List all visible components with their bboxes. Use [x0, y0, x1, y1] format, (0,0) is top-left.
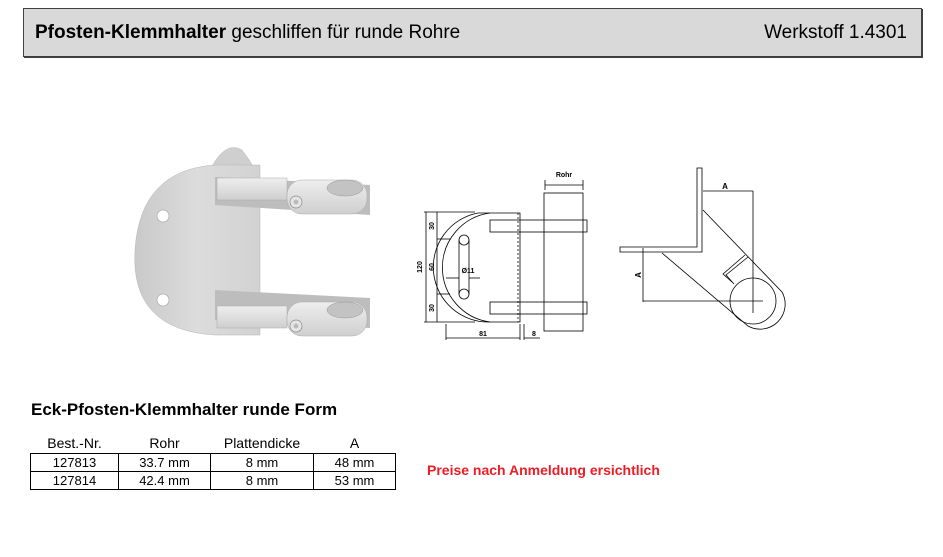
dim-total-height: 120 [417, 261, 424, 273]
cell-a: 53 mm [313, 471, 396, 490]
page-header: Pfosten-Klemmhalter geschliffen für rund… [23, 8, 922, 57]
cell-pipe: 42.4 mm [118, 471, 211, 490]
cell-pipe: 33.7 mm [118, 453, 211, 472]
table-row: 127814 42.4 mm 8 mm 53 mm [30, 471, 396, 490]
product-title-rest: geschliffen für runde Rohre [226, 22, 461, 43]
front-view-drawing: Rohr 81 8 Ø11 120 30 60 30 [417, 172, 588, 340]
col-header-pipe: Rohr [149, 434, 180, 451]
spec-table: Best.-Nr. Rohr Plattendicke A 127813 33.… [30, 432, 396, 490]
col-header-a: A [349, 434, 360, 451]
dim-hole: Ø11 [462, 268, 475, 275]
top-view-drawing: A A [619, 167, 786, 330]
material-label: Werkstoff 1.4301 [764, 22, 907, 43]
cell-plate-thickness: 8 mm [210, 453, 314, 472]
cell-plate-thickness: 8 mm [210, 471, 314, 490]
dim-width: 81 [479, 331, 487, 338]
product-title: Pfosten-Klemmhalter geschliffen für rund… [35, 22, 460, 44]
table-row: 127813 33.7 mm 8 mm 48 mm [30, 453, 396, 472]
price-note: Preise nach Anmeldung ersichtlich [427, 462, 660, 478]
dim-middle: 60 [429, 263, 436, 271]
table-header-row: Best.-Nr. Rohr Plattendicke A [31, 432, 396, 454]
product-title-bold: Pfosten-Klemmhalter [35, 22, 227, 43]
dim-thickness: 8 [532, 331, 536, 338]
cell-order-no: 127814 [30, 471, 119, 490]
dim-top: 30 [429, 222, 436, 230]
dim-a-vertical: A [634, 272, 643, 278]
cell-order-no: 127813 [30, 453, 119, 472]
cell-a: 48 mm [313, 453, 396, 472]
col-header-order-no: Best.-Nr. [47, 434, 102, 451]
section-title: Eck-Pfosten-Klemmhalter runde Form [31, 400, 338, 419]
col-header-plate-thickness: Plattendicke [223, 434, 301, 451]
dim-a-horizontal: A [722, 182, 728, 191]
product-photo [134, 147, 370, 337]
dim-pipe-label: Rohr [556, 172, 573, 179]
dim-bottom: 30 [429, 304, 436, 312]
